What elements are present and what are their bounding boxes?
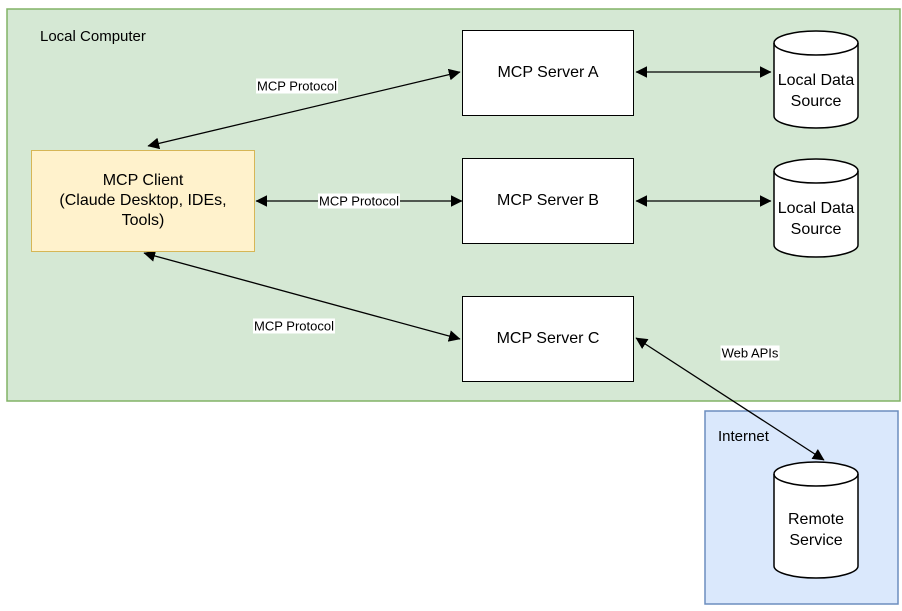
edge-client-server-c: [143, 250, 461, 342]
mcp-server-b-box: MCP Server B: [462, 158, 634, 244]
edge-label-client-server-b: MCP Protocol: [318, 193, 400, 209]
internet-label: Internet: [718, 428, 769, 445]
edge-label-server-c-remote: Web APIs: [720, 345, 780, 361]
remote-service-label: Remote Service: [787, 511, 845, 549]
datasource-b-cylinder: [773, 158, 859, 258]
local-computer-label: Local Computer: [40, 28, 146, 45]
mcp-server-a-label: MCP Server A: [497, 64, 599, 81]
edge-client-server-a: [147, 68, 461, 150]
datasource-a-label: Local Data Source: [777, 72, 855, 110]
edge-server-c-remote: [635, 337, 825, 461]
mcp-server-a-box: MCP Server A: [462, 30, 634, 116]
datasource-a-cylinder: [773, 30, 859, 129]
mcp-server-c-box: MCP Server C: [462, 296, 634, 382]
datasource-b-label: Local Data Source: [777, 200, 855, 238]
mcp-client-box: MCP Client (Claude Desktop, IDEs, Tools): [31, 150, 255, 252]
mcp-server-c-label: MCP Server C: [496, 330, 600, 347]
edge-label-client-server-a: MCP Protocol: [256, 78, 338, 94]
mcp-server-b-label: MCP Server B: [497, 192, 599, 209]
edge-label-client-server-c: MCP Protocol: [253, 318, 335, 334]
mcp-client-label: MCP Client (Claude Desktop, IDEs, Tools): [59, 172, 227, 229]
remote-service-cylinder: [773, 461, 859, 579]
